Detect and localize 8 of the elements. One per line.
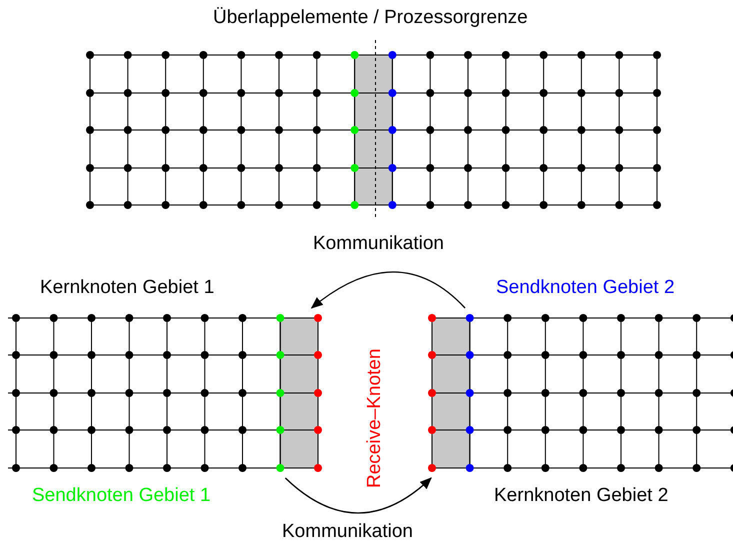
region-label: Kernknoten Gebiet 1 bbox=[40, 278, 214, 297]
region-label: Überlappelemente / Prozessorgrenze bbox=[213, 8, 528, 27]
region-label: Kernknoten Gebiet 2 bbox=[494, 486, 668, 505]
vertical-label: Receive–Knoten bbox=[365, 348, 384, 488]
curved-arrow bbox=[284, 477, 432, 514]
region-label: Sendknoten Gebiet 1 bbox=[32, 486, 211, 505]
region-label: Sendknoten Gebiet 2 bbox=[496, 278, 675, 297]
curved-arrow bbox=[310, 271, 466, 309]
